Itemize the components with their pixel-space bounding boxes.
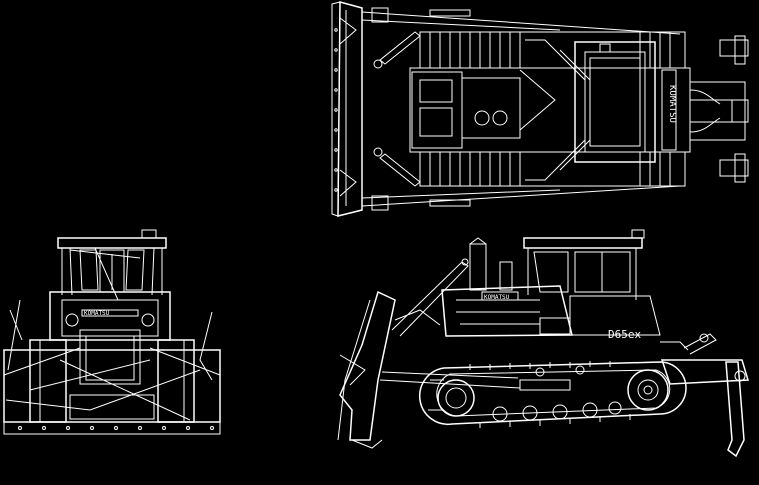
side-view-ripper [660,333,749,458]
front-view: KOMATSU [3,229,221,435]
side-view-hood: KOMATSU [441,237,573,337]
front-view-cab [57,229,167,301]
side-view-track [419,361,687,428]
side-view-brand-text: KOMATSU [484,294,510,301]
front-view-hood: KOMATSU [49,291,171,385]
side-view: D65ex KOMATSU [337,229,749,458]
top-view: KOMATSU [331,1,749,217]
top-view-ripper [689,35,749,183]
top-view-tracks [419,31,686,187]
side-view-blade [337,258,521,449]
top-view-brand-text: KOMATSU [667,85,677,123]
front-view-blade [3,299,221,435]
top-view-body: KOMATSU [409,39,691,181]
top-view-blade [331,1,681,217]
side-view-cab: D65ex [523,229,661,341]
front-view-brand-text: KOMATSU [84,310,110,317]
side-view-model-label: D65ex [608,328,641,341]
